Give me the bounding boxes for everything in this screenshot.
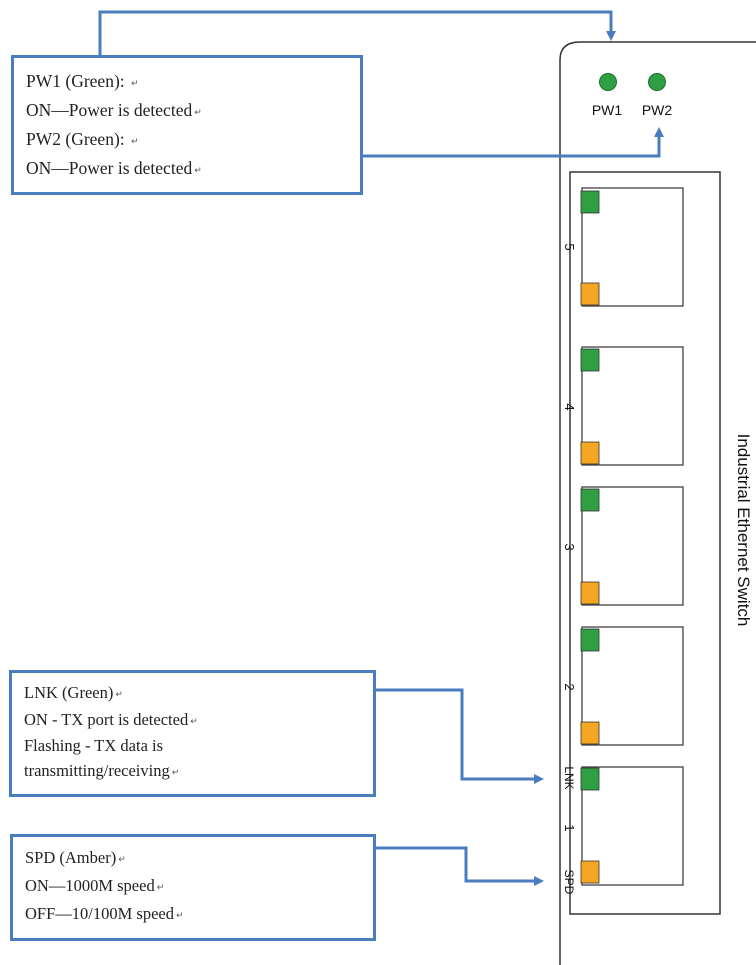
switch-housing xyxy=(559,41,756,965)
port-3-number: 3 xyxy=(562,543,577,550)
lnk-led-callout: LNK (Green)↵ ON - TX port is detected↵ F… xyxy=(9,670,376,797)
port-2: 2 xyxy=(562,626,684,746)
port-4-number: 4 xyxy=(562,403,577,410)
callout-line: ON—1000M speed↵ xyxy=(25,876,165,895)
port-5: 5 xyxy=(562,187,684,307)
lnk-arrow xyxy=(376,688,544,784)
port-4: 4 xyxy=(562,346,684,466)
callout-line: LNK (Green)↵ xyxy=(24,683,123,702)
callout-line: transmitting/receiving↵ xyxy=(24,760,180,780)
power-led-callout: PW1 (Green): ↵ ON—Power is detected↵ PW2… xyxy=(11,55,363,195)
port-4-spd-led xyxy=(580,441,600,465)
callout-line: ON—Power is detected↵ xyxy=(26,100,202,120)
port-5-number: 5 xyxy=(562,243,577,250)
port-5-spd-led xyxy=(580,282,600,306)
port-1-number: 1 xyxy=(562,824,577,831)
port-2-spd-led xyxy=(580,721,600,745)
callout-line: ON—Power is detected↵ xyxy=(26,158,202,178)
spd-label: SPD xyxy=(562,870,576,895)
port-2-lnk-led xyxy=(580,628,600,652)
spd-arrow xyxy=(376,846,544,886)
callout-line: PW1 (Green): ↵ xyxy=(26,71,139,91)
port-panel xyxy=(569,171,721,915)
lnk-label: LNK xyxy=(562,766,576,789)
port-3-spd-led xyxy=(580,581,600,605)
device-title: Industrial Ethernet Switch xyxy=(734,434,753,627)
port-5-lnk-led xyxy=(580,190,600,214)
pw2-arrow xyxy=(363,127,664,158)
pw1-led xyxy=(599,73,617,91)
pw2-led xyxy=(648,73,666,91)
port-1: 1 xyxy=(562,766,684,886)
pw1-arrow xyxy=(98,10,616,55)
port-4-lnk-led xyxy=(580,348,600,372)
pw2-label: PW2 xyxy=(642,102,673,118)
port-1-spd-led xyxy=(580,860,600,884)
callout-line: OFF—10/100M speed↵ xyxy=(25,904,184,923)
callout-line: ON - TX port is detected↵ xyxy=(24,709,198,729)
port-3: 3 xyxy=(562,486,684,606)
callout-line: PW2 (Green): ↵ xyxy=(26,129,139,149)
port-2-number: 2 xyxy=(562,683,577,690)
callout-line: Flashing - TX data is xyxy=(24,736,164,755)
spd-led-callout: SPD (Amber)↵ ON—1000M speed↵ OFF—10/100M… xyxy=(10,834,376,941)
pw1-label: PW1 xyxy=(592,102,623,118)
callout-line: SPD (Amber)↵ xyxy=(25,848,126,867)
port-3-lnk-led xyxy=(580,488,600,512)
port-1-lnk-led xyxy=(580,767,600,791)
